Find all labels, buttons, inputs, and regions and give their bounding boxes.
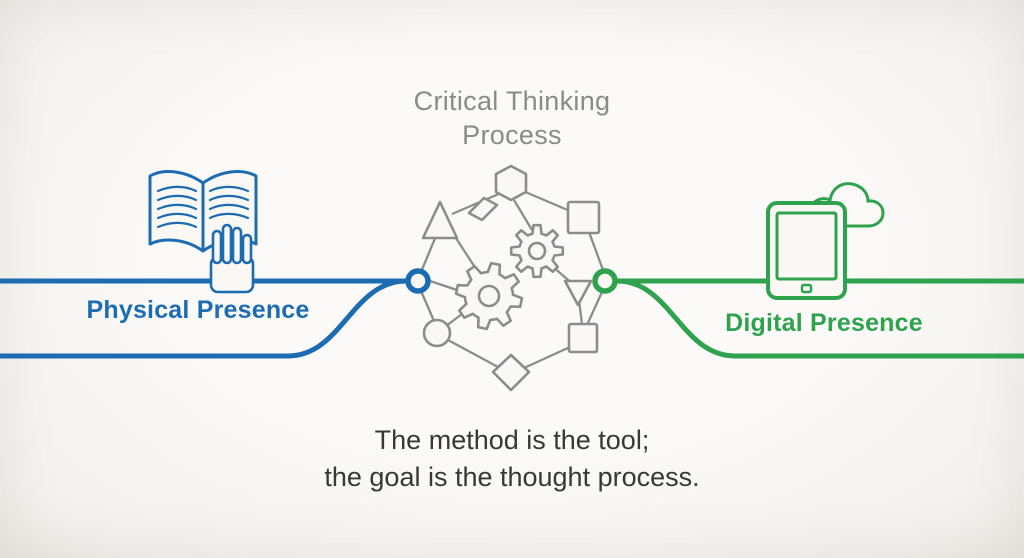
tablet-home-button — [800, 283, 813, 294]
network-edge — [419, 290, 436, 322]
network-edge — [447, 338, 499, 369]
caption-line-2: the goal is the thought process. — [324, 462, 700, 492]
physical-presence-label: Physical Presence — [86, 296, 310, 324]
book-hand-icon — [148, 170, 258, 294]
diagram-title: Critical Thinking Process — [262, 84, 762, 152]
square-node-upper — [566, 200, 601, 235]
network-edge — [585, 291, 604, 326]
caption: The method is the tool; the goal is the … — [212, 422, 812, 496]
title-line-1: Critical Thinking — [413, 86, 611, 116]
hand-finger — [241, 233, 253, 265]
network-edge — [451, 191, 502, 216]
hexagon-node — [494, 164, 528, 202]
tablet-body — [766, 201, 847, 300]
hand-finger — [211, 229, 223, 265]
green-node — [592, 268, 618, 294]
gear-large-hole — [477, 284, 501, 308]
hand-finger — [221, 223, 233, 265]
digital-presence-label: Digital Presence — [725, 309, 923, 337]
tablet-icon — [766, 201, 847, 300]
network-edge — [523, 345, 571, 370]
blue-node — [405, 268, 431, 294]
network-edge — [429, 279, 461, 293]
diamond-node — [491, 353, 531, 392]
small-triangle-node — [563, 279, 593, 307]
parallelogram-node — [467, 196, 499, 222]
left-connector-lower-line — [0, 278, 407, 359]
network-edge — [522, 189, 571, 213]
title-line-2: Process — [462, 120, 562, 150]
network-edge — [513, 199, 533, 231]
gear-small-hole — [527, 241, 547, 261]
network-edge — [419, 235, 438, 273]
hand-icon — [209, 223, 255, 294]
circle-node — [422, 318, 452, 348]
square-node-lower — [567, 322, 599, 354]
hand-finger — [231, 226, 243, 265]
network-edge — [587, 231, 605, 271]
right-connector-lower-line — [616, 278, 1024, 359]
book-left-page — [148, 170, 205, 253]
book-text-lines — [156, 185, 250, 229]
triangle-node — [421, 200, 459, 240]
tablet-screen — [775, 211, 838, 281]
caption-line-1: The method is the tool; — [374, 425, 650, 455]
network-shapes — [421, 164, 601, 392]
